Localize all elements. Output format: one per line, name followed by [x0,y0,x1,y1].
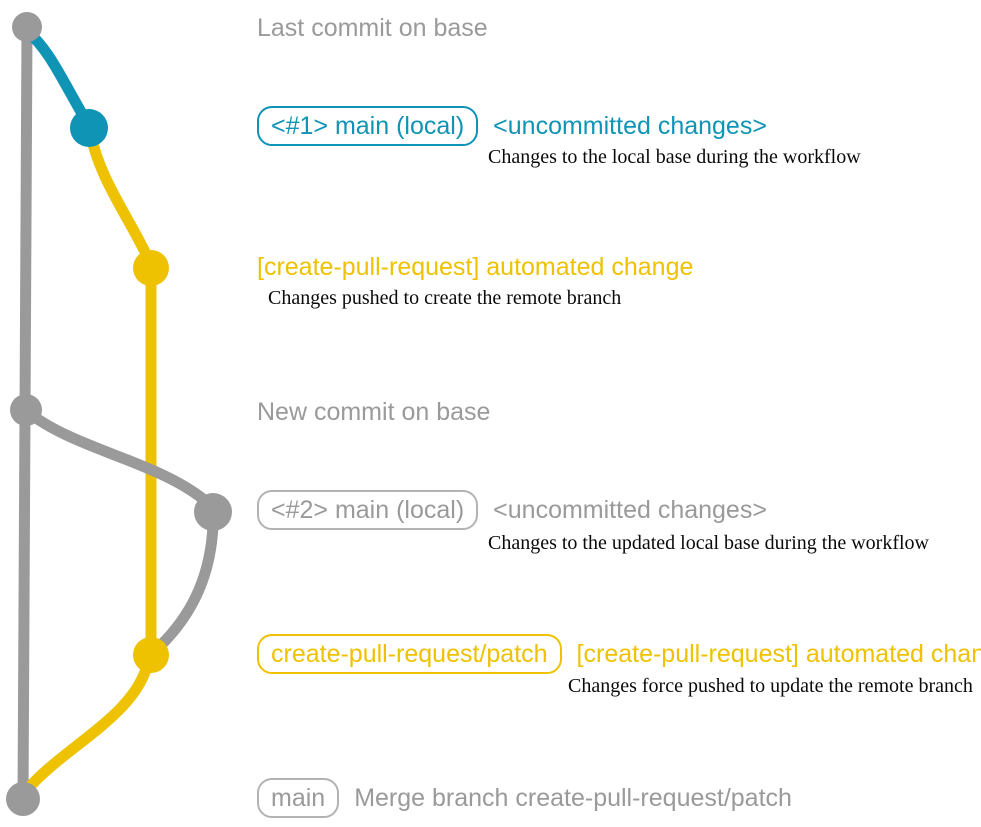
commit-dot-local-2 [194,493,232,531]
commit-dot-push-1 [133,250,169,286]
commit-dot-local-1 [70,109,108,147]
automated-change-title-2: [create-pull-request] automated change [576,640,981,668]
base-update-curve-out [22,406,215,510]
local-main-branch-line [20,24,94,130]
branch-badge-create-pull-request-patch: create-pull-request/patch [257,634,562,674]
uncommitted-changes-title-2: <uncommitted changes> [493,496,767,524]
label-last-commit-on-base: Last commit on base [257,13,488,43]
commit-dot-last-base [12,12,42,42]
base-update-curve-in [151,519,219,655]
merge-curve [20,656,154,797]
event-automated-change-1: [create-pull-request] automated change [257,252,693,282]
automated-change-title-1: [create-pull-request] automated change [257,253,694,281]
event-merge-commit: main Merge branch create-pull-request/pa… [257,778,792,818]
patch-branch-curve-top [84,126,155,266]
commit-graph [6,12,232,816]
merge-commit-title: Merge branch create-pull-request/patch [354,784,792,812]
event-automated-change-2: create-pull-request/patch [create-pull-r… [257,634,981,674]
commit-dot-merge [6,782,40,816]
new-commit-label: New commit on base [257,398,491,426]
branch-badge-main: main [257,778,340,818]
desc-automated-change-1: Changes pushed to create the remote bran… [268,287,622,309]
event-local-changes-2: <#2> main (local) <uncommitted changes> [257,490,767,530]
event-local-changes-1: <#1> main (local) <uncommitted changes> [257,106,767,146]
commit-dot-push-2 [133,637,169,673]
commit-dot-new-base [10,394,42,426]
branch-badge-main-local-2: <#2> main (local) [257,490,479,530]
label-new-commit-on-base: New commit on base [257,397,490,427]
last-commit-label: Last commit on base [257,14,488,42]
uncommitted-changes-title-1: <uncommitted changes> [493,112,767,140]
desc-local-changes-1: Changes to the local base during the wor… [488,146,861,168]
branch-badge-main-local-1: <#1> main (local) [257,106,479,146]
desc-local-changes-2: Changes to the updated local base during… [488,532,929,554]
desc-automated-change-2: Changes force pushed to update the remot… [568,675,973,697]
